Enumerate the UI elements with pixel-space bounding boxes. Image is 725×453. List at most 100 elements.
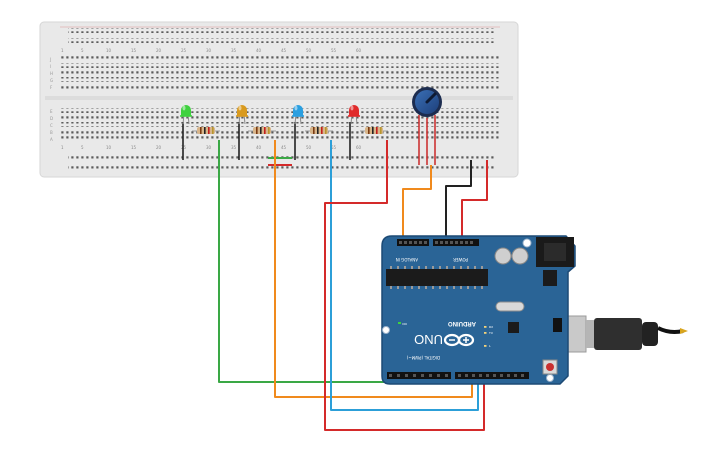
column-number: 40 (256, 145, 262, 150)
svg-text:G: G (50, 78, 53, 83)
arduino-logo (443, 333, 475, 347)
column-number: 55 (331, 48, 337, 53)
label-digital-pwm: DIGITAL (PWM~) (406, 355, 440, 360)
resistor-3 (305, 127, 333, 134)
rx-led (484, 326, 487, 328)
column-number: 35 (231, 48, 237, 53)
label-tx: TX (488, 331, 493, 335)
terminal-row-c (60, 122, 500, 127)
column-number: 5 (81, 48, 84, 53)
column-number: 1 (61, 145, 64, 150)
wire-blue (330, 140, 479, 411)
microcontroller-chip (386, 269, 488, 286)
usb-chip (508, 322, 519, 333)
column-number: 15 (131, 48, 137, 53)
label-analog-in: ANALOG IN (396, 257, 418, 262)
column-number: 60 (356, 145, 362, 150)
terminal-row-d (60, 115, 500, 120)
terminal-row-f (60, 84, 500, 89)
ground-jumpers (182, 122, 351, 160)
label-rx: RX (489, 325, 493, 329)
column-number: 1 (61, 48, 64, 53)
wire-red-led (324, 140, 485, 431)
terminal-row-j (60, 56, 500, 61)
column-number: 20 (156, 145, 162, 150)
led-green (180, 105, 192, 125)
resistor-2 (248, 127, 276, 134)
tx-led (484, 332, 487, 334)
power-rail-top-1 (68, 28, 495, 33)
column-number: 25 (181, 48, 187, 53)
terminal-row-i (60, 63, 500, 68)
column-number: 45 (281, 145, 287, 150)
mounting-hole (382, 326, 390, 334)
column-number: 30 (206, 145, 212, 150)
label-l: L (489, 344, 491, 348)
terminal-row-e (60, 108, 500, 113)
brand-arduino: ARDUINO (448, 320, 476, 326)
arduino-uno: ANALOG IN POWER UNO ARDUI (381, 235, 576, 385)
capacitor (494, 247, 512, 265)
leds (180, 105, 360, 125)
column-number: 30 (206, 48, 212, 53)
column-number: 5 (81, 145, 84, 150)
potentiometer[interactable] (412, 87, 442, 165)
resistor-4 (360, 127, 388, 134)
svg-text:J: J (49, 57, 51, 62)
on-led (398, 322, 401, 324)
mounting-hole (522, 238, 532, 248)
power-rail-top-2 (68, 38, 495, 43)
voltage-regulator (543, 270, 557, 286)
column-number: 45 (281, 48, 287, 53)
column-number: 40 (256, 48, 262, 53)
capacitor (511, 247, 529, 265)
column-number: 10 (106, 48, 112, 53)
row-letters: J I H G F E D C B A (49, 57, 53, 142)
terminal-row-b (60, 129, 500, 134)
svg-text:E: E (50, 109, 53, 114)
power-rail-bottom-2 (68, 166, 495, 171)
column-number: 50 (306, 145, 312, 150)
terminal-row-g (60, 77, 500, 82)
label-on: ON (402, 322, 407, 326)
column-number: 60 (356, 48, 362, 53)
reset-button-cap[interactable] (546, 363, 554, 371)
label-power: POWER (453, 257, 468, 262)
svg-text:C: C (50, 123, 53, 128)
usb-cable (547, 315, 688, 353)
crystal-oscillator (495, 301, 525, 312)
l-led (484, 345, 487, 347)
svg-text:H: H (50, 71, 53, 76)
svg-text:F: F (50, 85, 53, 90)
wire-black-gnd (445, 160, 472, 240)
svg-text:D: D (50, 116, 53, 121)
terminal-row-a (60, 136, 500, 141)
svg-text:B: B (50, 130, 53, 135)
wire-orange-pot (402, 165, 432, 240)
led-orange (236, 105, 248, 125)
column-number: 50 (306, 48, 312, 53)
header-digital-high (455, 372, 529, 379)
wire-red-5v (461, 160, 488, 240)
resistors (192, 127, 388, 134)
led-blue (292, 105, 304, 125)
resistor-1 (192, 127, 220, 134)
icsp-header (553, 318, 562, 332)
column-number: 20 (156, 48, 162, 53)
model-uno: UNO (414, 332, 443, 347)
header-analog (397, 239, 429, 246)
svg-text:I: I (50, 64, 51, 69)
column-number: 10 (106, 145, 112, 150)
column-number: 15 (131, 145, 137, 150)
led-red (348, 105, 360, 125)
column-number: 55 (331, 145, 337, 150)
center-channel (45, 96, 513, 100)
svg-text:A: A (50, 137, 53, 142)
terminal-row-h (60, 70, 500, 75)
header-digital-low (387, 372, 451, 379)
column-number: 35 (231, 145, 237, 150)
mounting-hole (546, 374, 554, 382)
